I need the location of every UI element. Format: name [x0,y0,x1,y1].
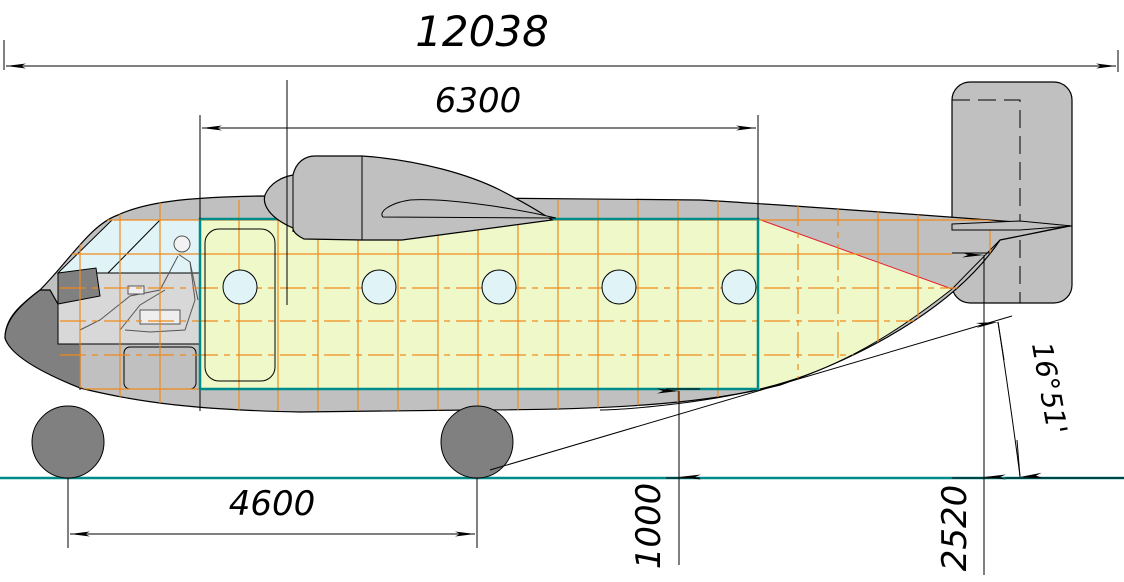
floor-height-label: 1000 [629,483,669,570]
nose-wheel [31,405,105,479]
dim-wheelbase: 4600 [67,478,478,548]
wheelbase-label: 4600 [229,484,316,524]
tail-height-label: 2520 [935,485,975,572]
canopy-frame [107,219,161,274]
window-1 [222,269,258,305]
cargo-bay-area [200,219,952,389]
horizontal-stabilizer [951,220,1073,231]
window-2 [361,269,397,305]
window-5 [721,269,757,305]
tail-boom-underside [951,225,1069,290]
dim-floor-height: 1000 [629,388,701,570]
side-door [204,228,276,382]
overall-length-label: 12038 [415,7,549,56]
dim-cargo-length: 6300 [199,81,759,219]
instrument-panel [57,267,101,305]
dim-tail-angle: 16°51' [975,321,1124,479]
tail-angle-label: 16°51' [1025,340,1074,437]
rudder-hinge-line [952,99,1021,303]
dim-tail-height: 2520 [935,252,1006,575]
tailstrike-line [489,315,1013,471]
cargo-length-label: 6300 [435,81,522,121]
tail-boom-curve [599,288,953,411]
main-wheel [440,405,514,479]
dim-overall-length: 12038 [3,7,1119,72]
windows [222,269,757,305]
window-4 [601,269,637,305]
window-3 [481,269,517,305]
wing-root [381,199,557,219]
